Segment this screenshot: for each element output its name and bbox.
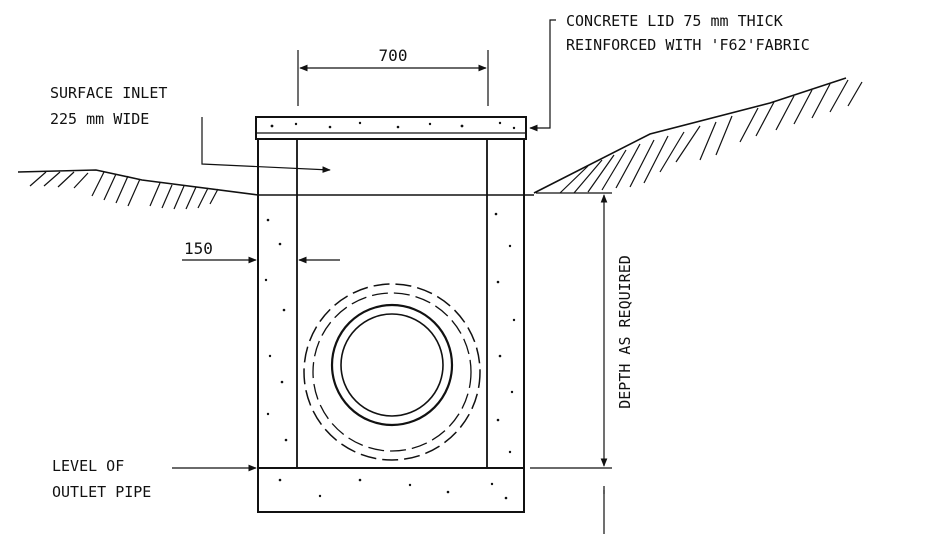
outlet-callout: LEVEL OF OUTLET PIPE <box>52 457 257 501</box>
inlet-label-line1: SURFACE INLET <box>50 84 167 102</box>
ground-left <box>17 169 259 210</box>
outlet-label-line2: OUTLET PIPE <box>52 483 151 501</box>
lid-label-line2: REINFORCED WITH 'F62'FABRIC <box>566 36 810 54</box>
lid-callout: CONCRETE LID 75 mm THICK REINFORCED WITH… <box>529 12 810 132</box>
inlet-callout: SURFACE INLET 225 mm WIDE <box>50 84 331 174</box>
depth-label: DEPTH AS REQUIRED <box>616 255 634 409</box>
outlet-label-line1: LEVEL OF <box>52 457 124 475</box>
lid-label-line1: CONCRETE LID 75 mm THICK <box>566 12 783 30</box>
inlet-label-line2: 225 mm WIDE <box>50 110 149 128</box>
ground-right <box>533 77 863 194</box>
outlet-pipe <box>303 283 481 461</box>
dimension-700: 700 <box>297 46 489 106</box>
concrete-lid <box>255 116 527 140</box>
dimension-700-label: 700 <box>379 46 408 65</box>
dimension-150: 150 <box>182 239 340 264</box>
chamber-walls <box>257 139 534 513</box>
dimension-150-label: 150 <box>184 239 213 258</box>
depth-dimension: DEPTH AS REQUIRED <box>530 192 634 534</box>
